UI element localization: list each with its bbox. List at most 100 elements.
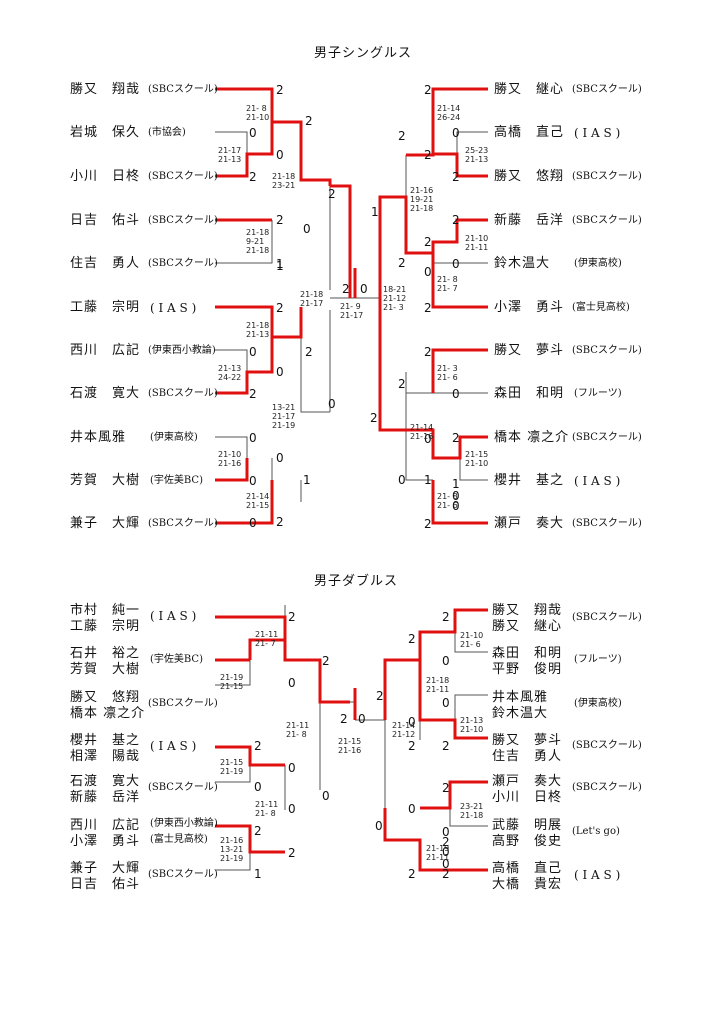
player-club: (SBCスクール) [572, 782, 642, 793]
player-name: 勝又 継心 [494, 82, 565, 97]
player-club: (伊東高校) [150, 432, 198, 443]
match-score: 0 [288, 676, 296, 690]
player-club: ( I A S ) [150, 609, 197, 623]
player-club: (SBCスクール) [572, 215, 642, 226]
player-club: ( I A S ) [574, 868, 621, 882]
player-club: (宇佐美BC) [150, 654, 203, 665]
player-club: (SBCスクール) [572, 432, 642, 443]
match-score: 2 [442, 739, 450, 753]
player-club: (SBCスクール) [148, 84, 218, 95]
player-name: 石渡 寛大 [70, 774, 141, 789]
player-club: (Let's go) [572, 826, 620, 837]
match-score: 0 [276, 148, 284, 162]
set-score: 21-18 21-11 [426, 676, 450, 694]
match-score: 2 [249, 170, 257, 184]
player-name: 西川 広記 [70, 343, 141, 358]
match-score: 2 [442, 781, 450, 795]
player-club: (SBCスクール) [572, 345, 642, 356]
player-name: 芳賀 大樹 [70, 662, 141, 677]
match-score: 1 [254, 867, 262, 881]
match-score: 2 [276, 83, 284, 97]
match-score: 0 [358, 712, 366, 726]
player-name: 石渡 寛大 [70, 386, 141, 401]
player-club: (SBCスクール) [572, 171, 642, 182]
match-score: 2 [276, 213, 284, 227]
match-score: 0 [322, 789, 330, 803]
match-score: 0 [442, 696, 450, 710]
match-score: 0 [424, 265, 432, 279]
player-club: (伊東西小教論) [150, 818, 218, 829]
player-name: 勝又 夢斗 [494, 343, 565, 358]
player-club: (富士見高校) [150, 834, 208, 845]
match-score: 2 [398, 377, 406, 391]
player-club: (SBCスクール) [148, 698, 218, 709]
match-score: 2 [424, 235, 432, 249]
set-score: 21-11 21- 7 [255, 630, 279, 648]
player-name: 武藤 明展 [492, 818, 563, 833]
player-club: (伊東高校) [574, 258, 622, 269]
match-score: 0 [408, 802, 416, 816]
player-club: (SBCスクール) [148, 388, 218, 399]
match-score: 1 [452, 477, 460, 491]
player-club: (SBCスクール) [572, 518, 642, 529]
set-score: 25-23 21-13 [465, 146, 489, 164]
set-score: 21-15 21-10 [465, 450, 489, 468]
match-score: 0 [452, 387, 460, 401]
player-name: 岩城 保久 [70, 125, 141, 140]
player-name: 瀬戸 奏大 [494, 516, 565, 531]
player-name: 小澤 勇斗 [494, 300, 565, 315]
match-score: 0 [276, 365, 284, 379]
match-score: 2 [254, 824, 262, 838]
match-score: 2 [408, 739, 416, 753]
player-name: 森田 和明 [494, 386, 565, 401]
match-score: 0 [249, 516, 257, 530]
set-score: 21-11 21- 8 [286, 721, 310, 739]
player-name: 高橋 直己 [492, 861, 563, 876]
player-club: (SBCスクール) [148, 215, 218, 226]
match-score: 0 [254, 780, 262, 794]
match-score: 0 [442, 654, 450, 668]
match-score: 0 [249, 126, 257, 140]
match-score: 0 [442, 845, 450, 859]
player-name: 兼子 大輝 [70, 516, 141, 531]
match-score: 2 [442, 610, 450, 624]
set-score: 21-14 21-16 [410, 423, 434, 441]
match-score: 2 [288, 846, 296, 860]
set-score: 21-18 9-21 21-18 [246, 228, 270, 255]
match-score: 0 [424, 432, 432, 446]
player-name: 高橋 直己 [494, 125, 565, 140]
player-name: 小澤 勇斗 [70, 834, 141, 849]
match-score: 2 [340, 712, 348, 726]
player-name: 市村 純一 [70, 603, 141, 618]
player-name: 瀬戸 奏大 [492, 774, 563, 789]
match-score: 0 [452, 499, 460, 513]
match-score: 1 [371, 205, 379, 219]
match-score: 0 [442, 857, 450, 871]
set-score: 21-16 13-21 21-19 [220, 836, 244, 863]
player-name: 勝又 悠翔 [70, 690, 141, 705]
match-score: 2 [328, 187, 336, 201]
player-club: (フルーツ) [574, 388, 622, 399]
player-club: ( I A S ) [150, 301, 197, 315]
set-score: 21- 8 21- 6 [437, 492, 458, 510]
player-name: 鈴木温大 [492, 706, 549, 721]
player-club: (宇佐美BC) [150, 475, 203, 486]
match-score: 2 [408, 632, 416, 646]
set-score: 21-13 24-22 [218, 364, 242, 382]
player-club: (SBCスクール) [148, 171, 218, 182]
player-name: 大橋 貴宏 [492, 877, 563, 892]
match-score: 2 [322, 654, 330, 668]
match-score: 0 [328, 397, 336, 411]
player-name: 工藤 宗明 [70, 619, 141, 634]
match-score: 0 [249, 345, 257, 359]
doubles-title: 男子ダブルス [314, 574, 399, 589]
set-score: 21-10 21-11 [465, 234, 489, 252]
player-name: 住吉 勇人 [492, 749, 563, 764]
set-score: 21-18 21-13 [246, 321, 270, 339]
player-club: (SBCスクール) [572, 740, 642, 751]
match-score: 2 [424, 345, 432, 359]
set-score: 23-21 21-18 [460, 802, 484, 820]
set-score: 13-21 21-17 21-19 [272, 403, 296, 430]
match-score: 2 [452, 431, 460, 445]
